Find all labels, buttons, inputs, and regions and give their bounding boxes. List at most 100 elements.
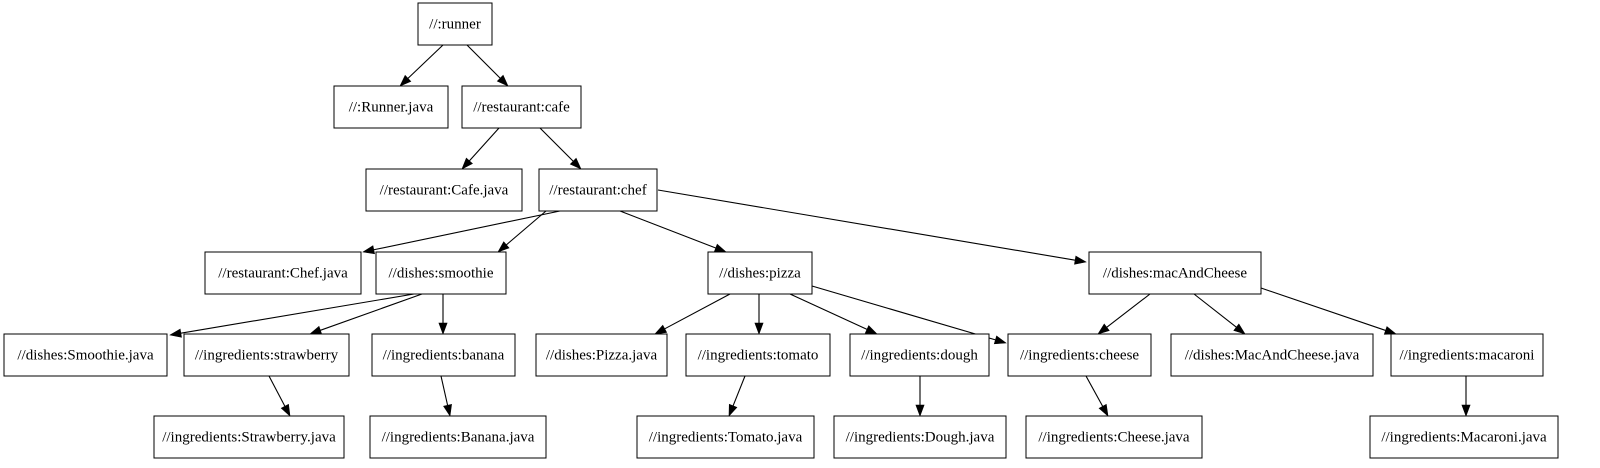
edge-line	[1106, 293, 1151, 328]
edge-line	[811, 285, 996, 341]
graph-node-dishes_pizza[interactable]: //dishes:pizza	[707, 251, 813, 295]
node-box[interactable]	[685, 333, 831, 377]
graph-node-tomato_java[interactable]: //ingredients:Tomato.java	[636, 415, 815, 459]
node-label: //ingredients:banana	[383, 347, 505, 363]
graph-node-dough_java[interactable]: //ingredients:Dough.java	[833, 415, 1007, 459]
edge-line	[539, 127, 574, 162]
graph-node-runner_java[interactable]: //:Runner.java	[333, 85, 449, 129]
graph-node-dishes_macandchee[interactable]: //dishes:macAndCheese	[1088, 251, 1262, 295]
graph-edge	[440, 375, 452, 417]
graph-edge	[754, 294, 764, 335]
edge-line	[320, 293, 423, 331]
graph-node-ing_macaroni[interactable]: //ingredients:macaroni	[1390, 333, 1544, 377]
node-box[interactable]	[1007, 333, 1152, 377]
node-box[interactable]	[183, 333, 350, 377]
node-box[interactable]	[1390, 333, 1544, 377]
node-box[interactable]	[1088, 251, 1262, 295]
graph-node-ing_banana[interactable]: //ingredients:banana	[371, 333, 516, 377]
node-box[interactable]	[1025, 415, 1203, 459]
graph-node-ing_strawberry[interactable]: //ingredients:strawberry	[183, 333, 350, 377]
graph-nodes-layer: //:runner //:Runner.java //restaurant:cafe…	[3, 2, 1559, 459]
graph-node-smoothie_java[interactable]: //dishes:Smoothie.java	[3, 333, 168, 377]
graph-edge	[915, 376, 925, 417]
graph-node-ing_tomato[interactable]: //ingredients:tomato	[685, 333, 831, 377]
graph-node-dishes_smoothie[interactable]: //dishes:smoothie	[375, 251, 507, 295]
graph-edge	[657, 189, 1087, 265]
graph-node-ing_dough[interactable]: //ingredients:dough	[849, 333, 990, 377]
graph-edge	[268, 375, 291, 417]
node-label: //dishes:macAndCheese	[1103, 265, 1247, 281]
edge-arrowhead	[728, 403, 738, 417]
node-label: //ingredients:Cheese.java	[1038, 429, 1190, 445]
node-label: //dishes:smoothie	[389, 265, 494, 281]
graph-node-strawberry_java[interactable]: //ingredients:Strawberry.java	[153, 415, 345, 459]
edge-arrowhead	[443, 403, 452, 417]
edge-line	[664, 293, 731, 330]
edge-arrowhead	[993, 335, 1007, 345]
graph-edge	[438, 294, 448, 335]
node-box[interactable]	[369, 415, 547, 459]
node-label: //dishes:Smoothie.java	[17, 347, 154, 363]
graph-node-banana_java[interactable]: //ingredients:Banana.java	[369, 415, 547, 459]
graph-edge	[399, 44, 444, 87]
edge-arrowhead	[1233, 323, 1246, 335]
graph-edge	[497, 210, 547, 253]
node-box[interactable]	[333, 85, 449, 129]
edge-line	[1260, 287, 1386, 331]
graph-node-cafe_java[interactable]: //restaurant:Cafe.java	[365, 168, 523, 212]
edge-arrowhead	[438, 322, 448, 335]
node-label: //dishes:Pizza.java	[546, 347, 658, 363]
graph-node-runner[interactable]: //:runner	[417, 2, 493, 46]
graph-node-chef_java[interactable]: //restaurant:Chef.java	[204, 251, 362, 295]
graph-node-macaroni_java[interactable]: //ingredients:Macaroni.java	[1369, 415, 1559, 459]
node-box[interactable]	[153, 415, 345, 459]
edge-line	[1085, 375, 1104, 407]
edge-line	[506, 210, 547, 246]
node-box[interactable]	[365, 168, 523, 212]
graph-edge	[461, 127, 500, 170]
graph-edge	[1461, 376, 1471, 417]
edge-line	[468, 127, 500, 162]
graph-node-restaurant_cafe[interactable]: //restaurant:cafe	[461, 85, 582, 129]
graph-edge	[362, 210, 561, 255]
node-box[interactable]	[636, 415, 815, 459]
node-box[interactable]	[1170, 333, 1374, 377]
edge-line	[373, 210, 561, 251]
graph-edge	[309, 293, 423, 335]
node-label: //ingredients:Macaroni.java	[1381, 429, 1547, 445]
edge-arrowhead	[1461, 404, 1471, 417]
graph-node-cheese_java[interactable]: //ingredients:Cheese.java	[1025, 415, 1203, 459]
node-box[interactable]	[833, 415, 1007, 459]
node-box[interactable]	[849, 333, 990, 377]
graph-edge	[539, 127, 582, 170]
edge-arrowhead	[309, 325, 323, 335]
graph-node-macandcheese_java[interactable]: //dishes:MacAndCheese.java	[1170, 333, 1374, 377]
node-box[interactable]	[707, 251, 813, 295]
node-box[interactable]	[417, 2, 493, 46]
node-label: //restaurant:Chef.java	[218, 265, 348, 281]
node-label: //ingredients:strawberry	[195, 347, 339, 363]
graph-node-pizza_java[interactable]: //dishes:Pizza.java	[535, 333, 668, 377]
node-box[interactable]	[204, 251, 362, 295]
node-box[interactable]	[375, 251, 507, 295]
node-box[interactable]	[1369, 415, 1559, 459]
edge-line	[440, 375, 449, 406]
edge-arrowhead	[461, 157, 473, 170]
graph-edges-layer	[169, 44, 1471, 417]
edge-arrowhead	[713, 243, 727, 253]
graph-node-restaurant_chef[interactable]: //restaurant:chef	[538, 168, 658, 212]
graph-node-ing_cheese[interactable]: //ingredients:cheese	[1007, 333, 1152, 377]
graph-edge	[654, 293, 731, 335]
node-box[interactable]	[461, 85, 582, 129]
node-label: //ingredients:Tomato.java	[649, 429, 803, 445]
node-box[interactable]	[371, 333, 516, 377]
node-box[interactable]	[3, 333, 168, 377]
node-box[interactable]	[535, 333, 668, 377]
edge-arrowhead	[497, 241, 510, 253]
edge-line	[466, 44, 501, 79]
graph-edge	[466, 44, 509, 87]
edge-arrowhead	[569, 157, 582, 170]
node-box[interactable]	[538, 168, 658, 212]
edge-arrowhead	[399, 74, 412, 87]
